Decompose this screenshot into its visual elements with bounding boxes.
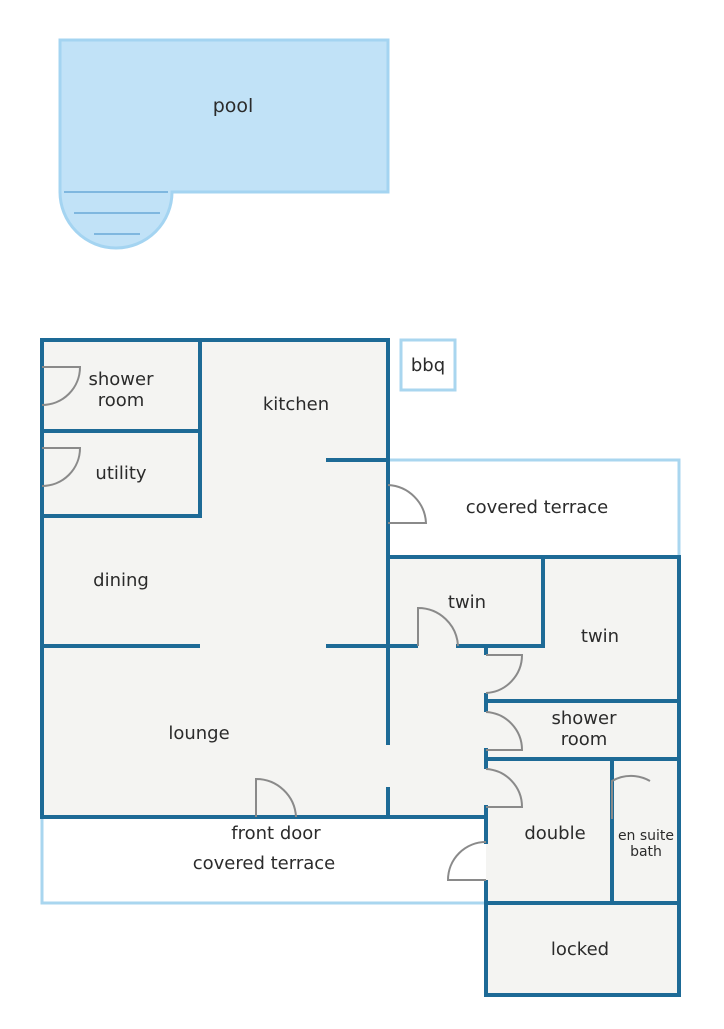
- terrace-outlines: [40, 458, 681, 905]
- bbq-box: [399, 338, 457, 392]
- door-shower-room-2: [485, 711, 524, 751]
- walls: [40, 338, 681, 997]
- door-en-suite: [611, 774, 651, 819]
- label-front-door: front door: [231, 823, 321, 844]
- label-locked: locked: [551, 939, 609, 960]
- door-terrace: [387, 484, 428, 524]
- label-twin-1: twin: [448, 592, 486, 613]
- label-en-suite-line1: en suite: [618, 828, 674, 844]
- label-dining: dining: [93, 570, 149, 591]
- label-kitchen: kitchen: [263, 394, 329, 415]
- label-lounge: lounge: [168, 723, 229, 744]
- doors: [41, 366, 651, 881]
- room-labels: pool bbq shower room kitchen utility cov…: [89, 95, 675, 960]
- door-twin-2: [485, 654, 524, 694]
- label-twin-2: twin: [581, 626, 619, 647]
- door-double-terrace: [446, 841, 487, 881]
- pool: [58, 38, 390, 250]
- label-shower-room-line2: room: [98, 390, 145, 411]
- door-utility: [41, 447, 82, 487]
- door-double: [485, 768, 524, 808]
- label-double: double: [524, 823, 585, 844]
- label-covered-terrace-south: covered terrace: [193, 853, 335, 874]
- label-covered-terrace-east: covered terrace: [466, 497, 608, 518]
- front-door-swing: [255, 777, 297, 818]
- label-en-suite-line2: bath: [630, 844, 662, 860]
- door-shower-room: [41, 366, 82, 406]
- label-utility: utility: [95, 463, 147, 484]
- label-pool: pool: [213, 95, 254, 117]
- floor-areas: [42, 340, 680, 995]
- label-bbq: bbq: [411, 355, 445, 376]
- label-shower-room-line1: shower: [89, 369, 155, 390]
- label-shower-room-2-line2: room: [561, 729, 608, 750]
- label-shower-room-2-line1: shower: [552, 708, 618, 729]
- door-twin: [417, 606, 459, 647]
